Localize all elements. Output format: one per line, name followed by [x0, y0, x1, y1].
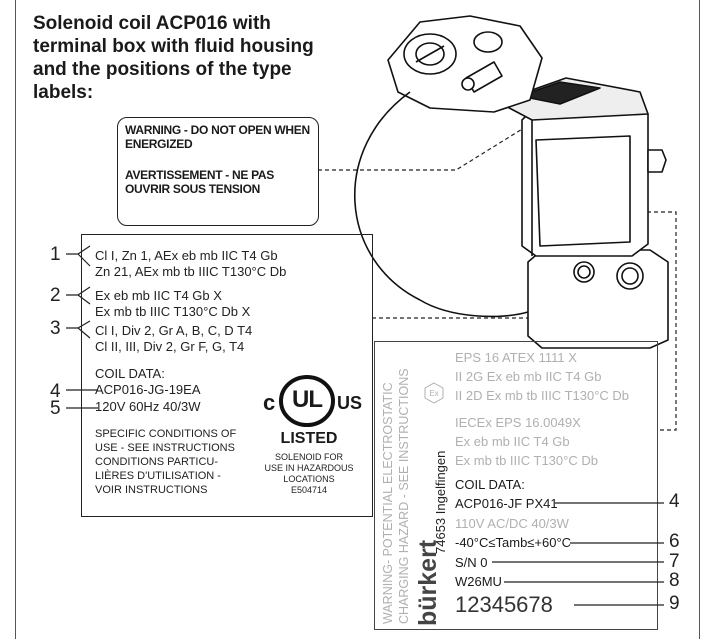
atex-gas: II 2G Ex eb mb IIC T4 Gb — [455, 369, 602, 384]
warning-text-fr: AVERTISSEMENT - NE PAS OUVRIR SOUS TENSI… — [125, 168, 274, 196]
callout-4-left: 4 — [50, 381, 61, 402]
group3-line2: Cl II, III, Div 2, Gr F, G, T4 — [95, 339, 245, 354]
conditions-line4: LIÈRES D'UTILISATION - — [95, 470, 221, 482]
ul-listed-text: LISTED — [280, 430, 338, 447]
callout-6: 6 — [669, 531, 680, 552]
group2-line2: Ex mb tb IIIC T130°C Db X — [95, 304, 251, 319]
iecex-dust: Ex mb tb IIIC T130°C Db — [455, 453, 598, 468]
ul-letters: UL — [292, 386, 323, 413]
callout-2: 2 — [50, 285, 61, 306]
ul-us-letters: US — [337, 393, 363, 413]
ul-caption-4: E504714 — [290, 485, 328, 495]
ex-hexagon-icon: Ex — [424, 382, 444, 404]
burkert-voltage: 110V AC/DC 40/3W — [455, 516, 569, 531]
callout-9: 9 — [669, 593, 680, 614]
callout-8: 8 — [669, 570, 680, 591]
ul-caption-2: USE IN HAZARDOUS — [264, 463, 354, 473]
burkert-coil-heading: COIL DATA: — [455, 477, 525, 492]
callout-1: 1 — [50, 244, 61, 265]
iecex-gas: Ex eb mb IIC T4 Gb — [455, 434, 570, 449]
coil-voltage: 120V 60Hz 40/3W — [95, 399, 201, 414]
group1-line1: Cl I, Zn 1, AEx eb mb IIC T4 Gb — [95, 248, 278, 263]
callout-7: 7 — [669, 551, 680, 572]
type-label-burkert: WARNING- POTENTIAL ELECTROSTATIC CHARGIN… — [374, 341, 658, 630]
ambient-temp: -40°C≤Tamb≤+60°C — [455, 535, 572, 550]
warning-text-en: WARNING - DO NOT OPEN WHEN ENERGIZED — [125, 123, 310, 151]
callout-4-right: 4 — [669, 491, 680, 512]
ul-circle-icon — [279, 375, 335, 427]
type-label-ul: Cl I, Zn 1, AEx eb mb IIC T4 Gb Zn 21, A… — [81, 234, 373, 517]
warning-leader-line — [318, 117, 541, 171]
atex-dust: II 2D Ex mb tb IIIC T130°C Db — [455, 388, 630, 403]
date-code: W26MU — [455, 574, 502, 589]
group1-line2: Zn 21, AEx mb tb IIIC T130°C Db — [95, 264, 287, 279]
id-number: 12345678 — [455, 592, 553, 617]
iecex-cert: IECEx EPS 16.0049X — [455, 415, 581, 430]
ex-symbol: Ex — [429, 389, 438, 398]
callout-3: 3 — [50, 318, 61, 339]
side-nut — [647, 149, 667, 173]
coil-type: ACP016-JG-19EA — [95, 382, 201, 397]
conditions-line2: USE - SEE INSTRUCTIONS — [95, 442, 235, 454]
diagram-title: Solenoid coil ACP016 with terminal box w… — [33, 13, 314, 103]
atex-cert: EPS 16 ATEX 1111 X — [455, 350, 577, 365]
ul-caption-3: LOCATIONS — [283, 474, 335, 484]
conditions-line5: VOIR INSTRUCTIONS — [95, 484, 208, 496]
callout-5: 5 — [50, 398, 61, 419]
ul-caption-1: SOLENOID FOR — [274, 452, 343, 462]
frame — [15, 0, 700, 639]
conditions-line3: CONDITIONS PARTICU- — [95, 456, 219, 468]
serial-number: S/N 0 — [455, 555, 488, 570]
conditions-line1: SPECIFIC CONDITIONS OF — [95, 428, 237, 440]
coil-data-heading: COIL DATA: — [95, 366, 165, 381]
group2-line1: Ex eb mb IIC T4 Gb X — [95, 288, 222, 303]
ul-c-letter: c — [263, 390, 276, 415]
burkert-coil-type: ACP016-JF PX41 — [455, 496, 558, 511]
warning-label: WARNING - DO NOT OPEN WHEN ENERGIZED AVE… — [117, 117, 319, 226]
group3-line1: Cl I, Div 2, Gr A, B, C, D T4 — [95, 323, 253, 338]
